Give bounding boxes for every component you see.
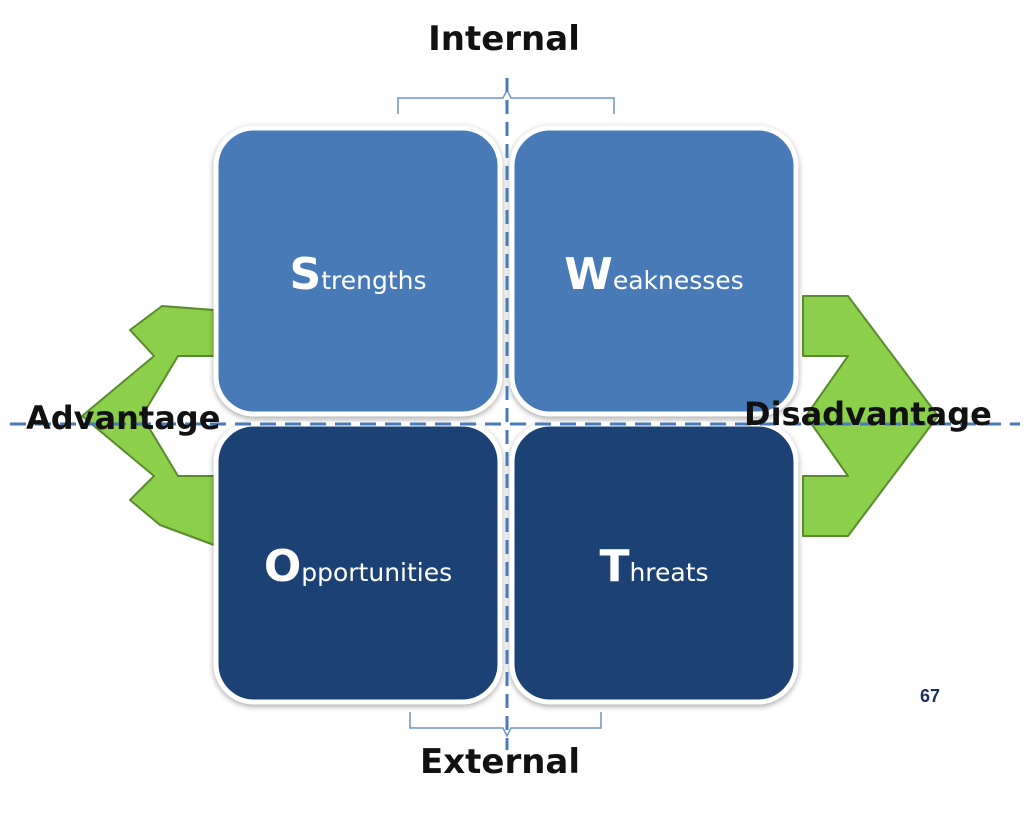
page-number: 67 [920, 686, 941, 706]
advantage-arrow-icon [81, 305, 215, 546]
external-bracket [409, 712, 602, 738]
disadvantage-label: Disadvantage [744, 395, 992, 433]
weaknesses-tile [509, 125, 799, 417]
opportunities-label: Opportunities [263, 541, 453, 592]
internal-label: Internal [428, 19, 580, 59]
strengths-tile [213, 125, 503, 417]
threats-tile [509, 421, 799, 705]
disadvantage-arrow-icon [802, 295, 939, 537]
weaknesses-label: Weaknesses [564, 249, 744, 300]
opportunities-tile [213, 421, 503, 705]
external-label: External [419, 742, 581, 782]
advantage-label: Advantage [26, 399, 221, 437]
threats-label: Threats [599, 541, 709, 592]
strengths-label: Strengths [289, 249, 427, 300]
